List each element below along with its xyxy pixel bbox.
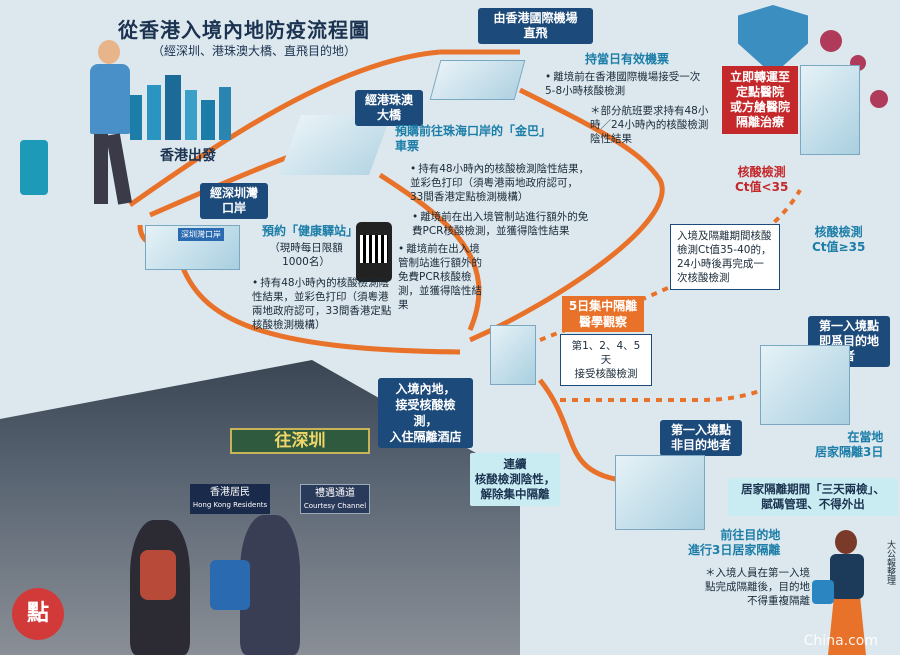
quarantine-detail: 第1、2、4、5天 接受核酸檢測 — [560, 334, 652, 386]
woman-traveler-illustration — [812, 530, 875, 655]
photo-sign-cc-en: Courtesy Channel — [303, 502, 367, 510]
photo-sign-cc-text: 禮遇通道 — [315, 488, 355, 499]
route-airport-bullet2: ＊部分航班要求持有48小時／24小時內的核酸檢測陰性結果 — [590, 105, 709, 145]
phone-qr-icon — [356, 222, 392, 282]
route-bridge-bullet1: 持有48小時內的核酸檢測陰性結果，並彩色打印（須粵港兩地政府認可，33間香港定點… — [410, 162, 590, 204]
ct-mid-info-box: 入境及隔離期間核酸檢測Ct值35-40的，24小時後再完成一次核酸檢測 — [670, 224, 780, 290]
origin-label: 香港出發 — [160, 148, 216, 164]
airport-building — [429, 60, 526, 100]
route-shenzhen-heading: 預約「健康驛站」 — [262, 224, 359, 238]
dot-logo-icon: 點 — [12, 588, 64, 640]
credit-text: 大公報整理 — [885, 540, 895, 585]
route-shenzhen-label: 經深圳灣 口岸 — [200, 183, 268, 219]
photo-sign-to-shenzhen: 往深圳 — [230, 428, 370, 454]
route-airport-heading: 持當日有效機票 — [585, 52, 670, 66]
hospital-building — [800, 65, 860, 155]
blue-bag — [210, 560, 250, 610]
ct-low-label: 核酸檢測 Ct值<35 — [735, 165, 789, 194]
hk-skyline — [125, 75, 245, 140]
enter-mainland-label: 入境內地， 接受核酸檢測， 入住隔離酒店 — [378, 378, 473, 448]
traveler-silhouette-2 — [240, 515, 300, 655]
hospital-label: 立即轉運至 定點醫院 或方艙醫院 隔離治療 — [722, 66, 798, 134]
route-bridge-heading: 預購前往珠海口岸的「金巴」車票 — [395, 124, 546, 153]
ct-high-label: 核酸檢測 Ct值≥35 — [812, 225, 866, 254]
photo-sign-courtesy: 禮遇通道 Courtesy Channel — [300, 484, 370, 514]
transit-buildings — [615, 455, 705, 530]
red-backpack — [140, 550, 176, 600]
photo-sign-hk-en: Hong Kong Residents — [192, 501, 268, 509]
photo-sign-hk-residents: 香港居民 Hong Kong Residents — [190, 484, 270, 514]
route-shenzhen-quota: （現時每日限額1000名） — [269, 242, 343, 268]
hk-traveler-illustration — [20, 40, 140, 210]
route-bridge-label: 經港珠澳 大橋 — [355, 90, 423, 126]
watermark: China.com — [803, 633, 878, 649]
travel-to-destination: 前往目的地 進行3日居家隔離 — [688, 528, 781, 557]
footnote: ＊入境人員在第一入境點完成隔離後，目的地不得重複隔離 — [705, 567, 810, 607]
virus-icon-3 — [870, 90, 888, 108]
virus-icon — [820, 30, 842, 52]
home-quarantine-rules: 居家隔離期間「三天兩檢」、 賦碼管理、不得外出 — [728, 478, 898, 516]
route-shenzhen-bullet1: 持有48小時內的核酸檢測陰性結果，並彩色打印（須粵港兩地政府認可，33間香港定點… — [252, 276, 392, 332]
first-not-destination-label: 第一入境點 非目的地者 — [660, 420, 742, 456]
continuous-negative-panel: 連續 核酸檢測陰性， 解除集中隔離 — [470, 453, 560, 506]
quarantine-hotel-building — [490, 325, 536, 385]
route-airport-label: 由香港國際機場 直飛 — [478, 8, 593, 44]
quarantine-label: 5日集中隔離 醫學觀察 — [562, 296, 644, 332]
route-bridge-bullet2: 離境前在出入境管制站進行額外的免費PCR核酸檢測，並獲得陰性結果 — [412, 210, 597, 238]
page-title: 從香港入境內地防疫流程圖 — [118, 18, 370, 42]
destination-buildings — [760, 345, 850, 425]
local-home-quarantine: 在當地 居家隔離3日 — [815, 430, 884, 459]
page-subtitle: （經深圳、港珠澳大橋、直飛目的地） — [152, 44, 357, 58]
route-airport-bullet1: 離境前在香港國際機場接受一次5-8小時核酸檢測 — [545, 70, 710, 98]
route-shenzhen-bullet2: 離境前在出入境管制站進行額外的免費PCR核酸檢測，並獲得陰性結果 — [398, 242, 488, 312]
shenzhen-bay-sign: 深圳灣口岸 — [178, 228, 224, 241]
photo-sign-hk-text: 香港居民 — [210, 487, 250, 498]
